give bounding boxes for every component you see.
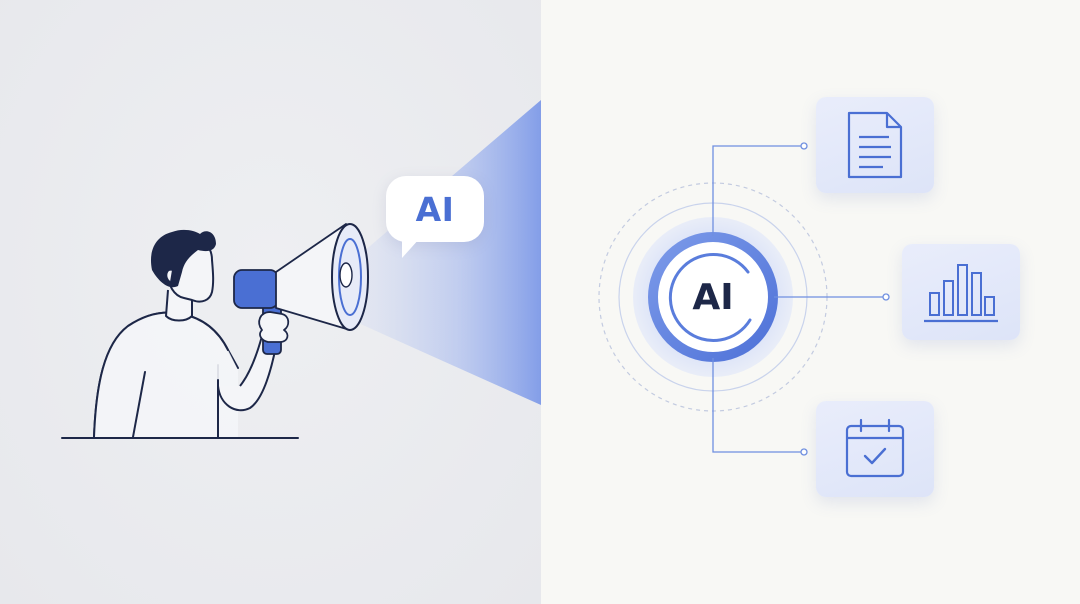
- speech-bubble: AI: [386, 176, 484, 258]
- calendar-check-icon: [845, 418, 905, 478]
- ai-hub-label: AI: [692, 276, 734, 318]
- document-icon: [847, 111, 903, 179]
- person-arm: [217, 335, 277, 412]
- connector-dots: [800, 142, 890, 456]
- bar-chart-icon: [924, 264, 998, 323]
- calendar-card: [816, 401, 934, 497]
- megaphone-back: [233, 269, 279, 309]
- chart-card: [902, 244, 1020, 340]
- speech-bubble-text: AI: [415, 189, 455, 229]
- hub-inner-arc: [668, 253, 752, 342]
- connector-lines: [712, 145, 886, 453]
- document-card: [816, 97, 934, 193]
- person-hand: [258, 311, 290, 343]
- sound-beam: [356, 100, 541, 405]
